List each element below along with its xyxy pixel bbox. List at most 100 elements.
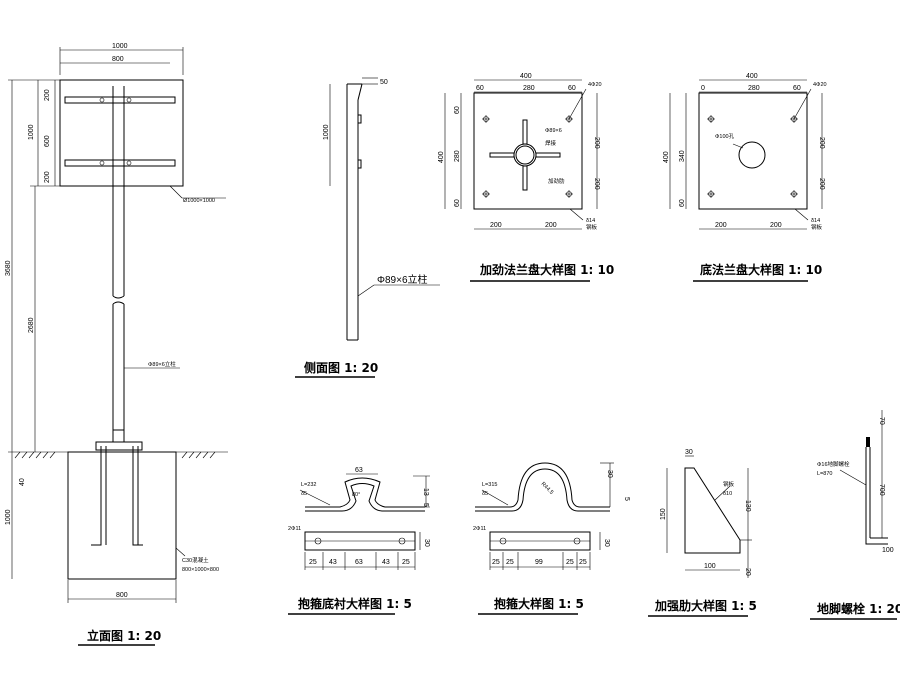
hp-dim-b99: 99 (535, 559, 543, 566)
note-sign-size: Ø1000×1000 (183, 198, 215, 204)
sf-dim-b200b: 200 (545, 222, 557, 229)
bf-dim-v60: 60 (679, 199, 686, 207)
hl-dim-b25b: 25 (402, 559, 410, 566)
sf-dim-v400: 400 (438, 151, 445, 163)
bf-dim-v400: 400 (663, 151, 670, 163)
anchor-view: 70 700 100 Φ16地脚螺栓 L=870 地脚螺栓 1: 20 (810, 410, 900, 620)
title-hoop-liner: 抱箍底衬大样图 1: 5 (298, 596, 412, 611)
hl-dim-5: 5 (422, 503, 429, 507)
dim-sign-inner: 800 (112, 56, 124, 63)
sf-dim-v280: 280 (454, 150, 461, 162)
rib-note-thk: δ10 (723, 491, 732, 497)
bf-note-thk: δ14 (811, 218, 820, 224)
rib-dim-30: 30 (685, 449, 693, 456)
bf-dim-60: 60 (793, 85, 801, 92)
dim-40: 40 (19, 478, 26, 486)
sf-note-weld: 焊接 (545, 139, 557, 147)
sf-note-pipe: Φ89×6 (545, 128, 562, 134)
sf-dim-60a: 60 (476, 85, 484, 92)
title-anchor: 地脚螺栓 1: 20 (817, 601, 900, 616)
sf-note-rib: 加劲肋 (548, 177, 565, 185)
base-flange-view: 400 0 280 60 4Φ20 Φ100孔 340 60 400 200 2… (663, 73, 827, 282)
stiff-flange-plate (473, 92, 583, 210)
anchor-thread (866, 437, 870, 447)
note-post: Φ89×6立柱 (148, 360, 176, 368)
hp-note-hole: 2Φ11 (473, 526, 486, 532)
sf-dim-400: 400 (520, 73, 532, 80)
bf-side-note: 钢板 (811, 223, 823, 231)
bf-dim-400: 400 (746, 73, 758, 80)
rib-view: 30 150 130 20 100 钢板 δ10 加强肋大样图 1: 5 (648, 449, 757, 617)
hp-note-len: L=315 (482, 482, 497, 488)
note-found-size: 800×1000×800 (182, 567, 219, 573)
hp-dim-b25d: 25 (579, 559, 587, 566)
dim-2680: 2680 (28, 317, 35, 333)
hp-dim-b25b: 25 (506, 559, 514, 566)
sign-panel (59, 79, 184, 187)
hl-note-hole: 2Φ11 (288, 526, 301, 532)
rib-note-mat: 钢板 (723, 480, 735, 488)
bf-dim-0: 0 (701, 85, 705, 92)
hl-dim-63: 63 (355, 467, 363, 474)
dim-600: 600 (44, 135, 51, 147)
rib-dim-20: 20 (744, 568, 751, 576)
hl-dim-b43a: 43 (329, 559, 337, 566)
bf-note-hole100: Φ100孔 (715, 132, 735, 140)
bf-center-hole (738, 141, 766, 169)
title-elevation: 立面图 1: 20 (87, 628, 161, 643)
rail-upper (64, 96, 176, 104)
sf-note-hole: 4Φ20 (588, 82, 602, 88)
hp-note-thk: δ5 (482, 491, 488, 497)
hl-deg: 80° (352, 492, 360, 498)
dim-3680: 3680 (5, 260, 12, 276)
bf-dim-r200b: 200 (818, 178, 825, 190)
title-rib: 加强肋大样图 1: 5 (654, 598, 757, 613)
dim-200b: 200 (44, 171, 51, 183)
hl-dim-b25a: 25 (309, 559, 317, 566)
anchor-note-len: L=870 (817, 471, 832, 477)
hp-dim-b25c: 25 (566, 559, 574, 566)
note-concrete: C30混凝土 (182, 556, 209, 564)
hl-dim-13: 13 (422, 488, 429, 496)
rail-lower (64, 159, 176, 167)
stiff-flange-view: 400 60 280 60 4Φ20 Φ89×6 焊接 加劲肋 60 280 6… (438, 73, 614, 282)
dim-1000: 1000 (28, 124, 35, 140)
hp-dim-30: 30 (606, 470, 613, 478)
dim-1000-found: 1000 (5, 509, 12, 525)
hl-note-thk: δ5 (301, 491, 307, 497)
side-view: 50 1000 Φ89×6立柱 侧面图 1: 20 (295, 77, 440, 378)
rib-dim-130: 130 (744, 500, 751, 512)
sf-dim-r200a: 200 (593, 137, 600, 149)
sf-side-note: 钢板 (586, 223, 598, 231)
hp-dim-30b: 30 (603, 539, 610, 547)
rib-dim-100: 100 (704, 563, 716, 570)
side-dim-1000: 1000 (323, 124, 330, 140)
hoop-view: R44.5 L=315 δ5 30 5 2Φ11 30 25 25 99 25 … (473, 462, 630, 615)
bf-dim-280: 280 (748, 85, 760, 92)
bf-dim-r200a: 200 (818, 137, 825, 149)
hl-dim-b43b: 43 (382, 559, 390, 566)
base-flange-plate (698, 92, 808, 210)
title-stiff-flange: 加劲法兰盘大样图 1: 10 (479, 262, 614, 277)
bf-dim-v340: 340 (679, 150, 686, 162)
hp-dim-5: 5 (623, 497, 630, 501)
sf-dim-r200b: 200 (593, 178, 600, 190)
elevation-view: 1000 800 200 600 200 1000 3680 2680 Ø100… (5, 43, 228, 646)
anchor-dim-100: 100 (882, 547, 894, 554)
title-base-flange: 底法兰盘大样图 1: 10 (700, 262, 822, 277)
dim-200a: 200 (44, 89, 51, 101)
sf-dim-v60b: 60 (454, 199, 461, 207)
dim-base-800: 800 (116, 592, 128, 599)
anchor-dim-700: 700 (878, 484, 885, 496)
bf-dim-b200a: 200 (715, 222, 727, 229)
bf-note-hole: 4Φ20 (813, 82, 827, 88)
hoop-liner-view: 63 80° L=232 δ5 13 5 2Φ11 30 25 43 63 43… (288, 467, 430, 615)
hp-dim-b25a: 25 (492, 559, 500, 566)
title-hoop: 抱箍大样图 1: 5 (494, 596, 584, 611)
base-plate (95, 441, 143, 451)
sf-dim-60b: 60 (568, 85, 576, 92)
side-post-label: Φ89×6立柱 (377, 273, 428, 286)
sf-dim-b200a: 200 (490, 222, 502, 229)
rib-plate (684, 467, 741, 554)
